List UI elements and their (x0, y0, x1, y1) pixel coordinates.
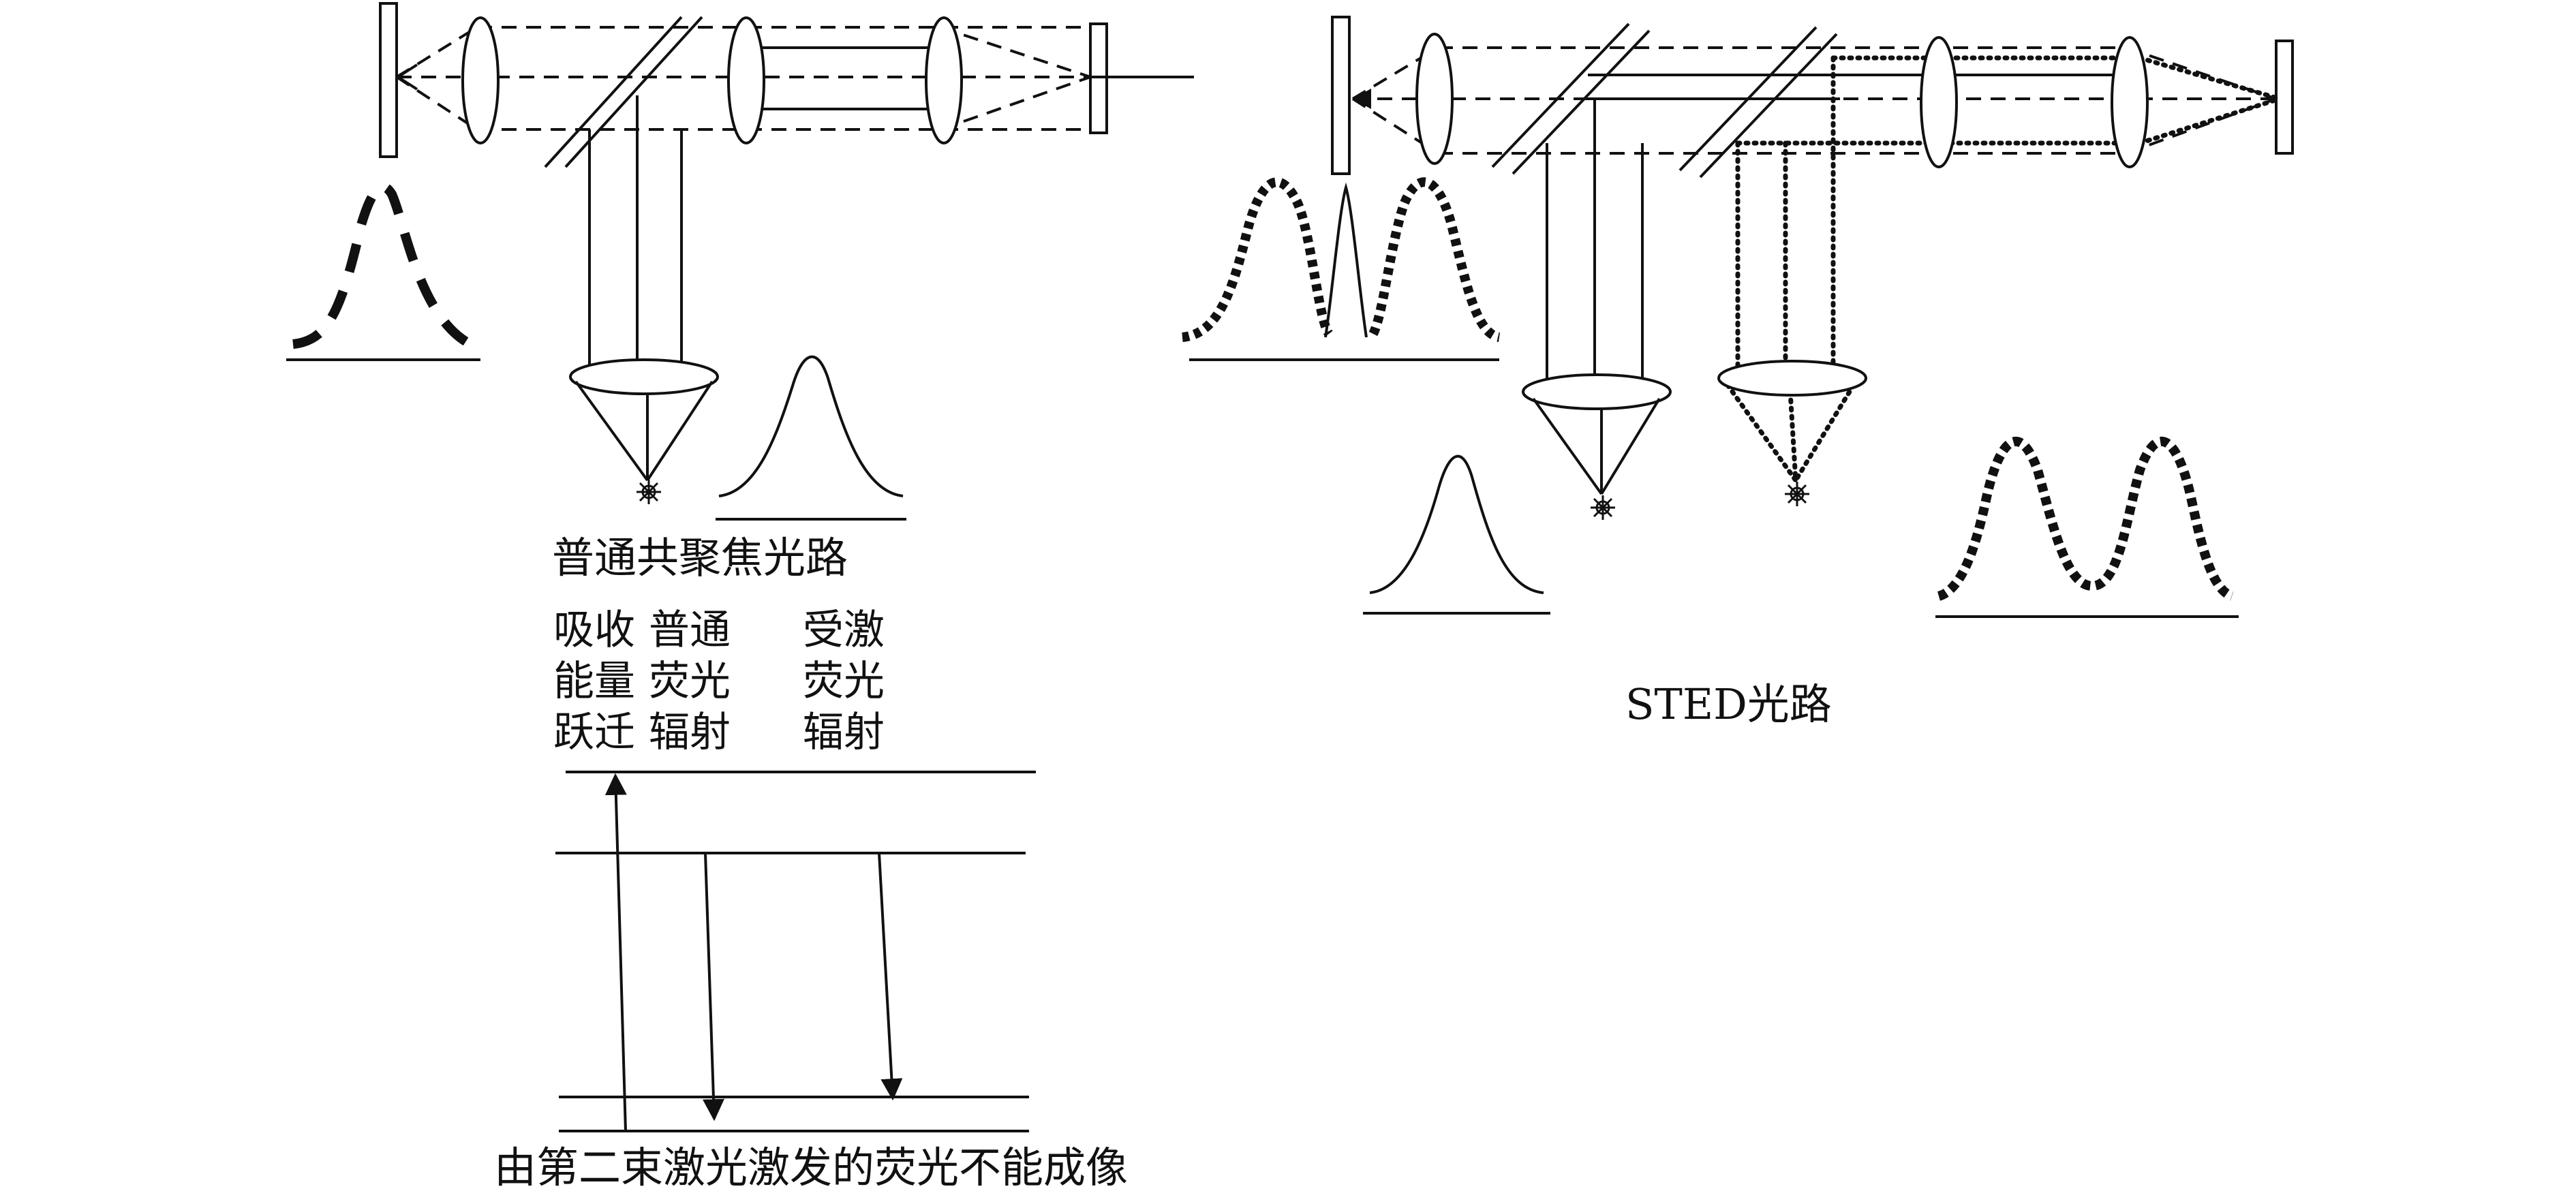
confocal-objective-lens (569, 358, 719, 395)
sted-lens-3 (2111, 36, 2149, 168)
energy-level-diagram (555, 771, 1036, 1132)
normal-fluor-label-line-3: 辐射 (649, 709, 731, 756)
confocal-focal-psf (716, 355, 906, 521)
sted-beam-splitter-1 (1491, 22, 1630, 168)
sted-depletion-focal-spot-icon (1785, 482, 1809, 506)
stimulated-label-line-3: 辐射 (803, 709, 885, 756)
sted-title: STED光路 (1625, 679, 1832, 729)
sted-sample-plate (2275, 40, 2294, 155)
absorb-label-line-2: 能量 (553, 658, 635, 705)
sted-optical-path (1181, 16, 2294, 618)
confocal-title: 普通共聚焦光路 (552, 533, 848, 583)
normal-fluorescence-arrow (703, 852, 725, 1122)
absorb-label-line-3: 跃迁 (553, 709, 635, 756)
normal-fluor-label-line-1: 普通 (649, 606, 731, 654)
sted-depletion-objective-lens (1717, 360, 1867, 397)
normal-fluor-label-line-2: 荧光 (649, 658, 731, 705)
sted-lens-1 (1415, 33, 1454, 165)
sted-confocal-objective-lens (1522, 373, 1672, 410)
confocal-optical-path (286, 2, 1194, 521)
confocal-lens-1 (461, 16, 500, 144)
stimulated-emission-arrow (878, 852, 903, 1101)
sted-detector-plate (1331, 16, 1351, 175)
energy-caption: 由第二束激光激发的荧光不能成像 (494, 1143, 1128, 1191)
absorption-arrow (604, 773, 627, 1132)
absorb-label-line-1: 吸收 (553, 606, 635, 654)
sted-detector-psf (1181, 177, 1501, 361)
confocal-beam-splitter (544, 16, 683, 168)
sted-lens-2 (1920, 36, 1958, 168)
confocal-detector-plate (379, 2, 398, 158)
confocal-lens-2 (727, 16, 765, 144)
confocal-detector-psf (286, 182, 480, 361)
stimulated-label-line-1: 受激 (803, 606, 885, 654)
sted-confocal-focal-spot-icon (1591, 495, 1615, 520)
sted-depletion-psf (1935, 437, 2239, 618)
confocal-lens-3 (925, 16, 963, 144)
sted-beam-splitter-2 (1678, 26, 1818, 172)
stimulated-label-line-2: 荧光 (803, 658, 885, 705)
sted-confocal-psf (1363, 454, 1550, 615)
confocal-focal-spot-icon (637, 480, 661, 504)
energy-level-labels: 吸收 能量 跃迁 普通 荧光 辐射 受激 荧光 辐射 (553, 606, 885, 756)
